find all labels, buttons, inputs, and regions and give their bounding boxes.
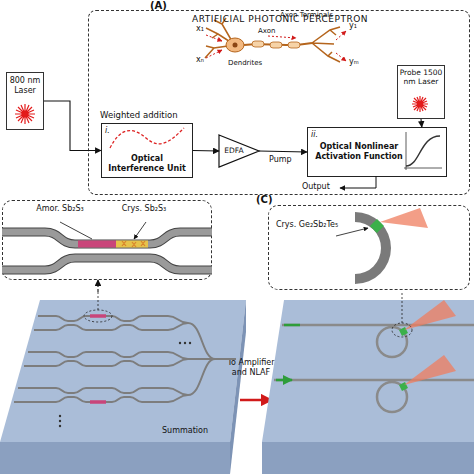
perceptron-frame: ARTIFICIAL PHOTONIC PERCEPTRON Weighted a… (88, 10, 470, 195)
ring-inset: Crys. Ge₂Sb₂Te₅ (268, 205, 470, 290)
signal-connector (44, 101, 101, 151)
part-label: Axon (258, 27, 288, 35)
output-label: Output (302, 182, 340, 192)
node-text: Probe 1500 nm Laser (399, 68, 443, 86)
node-text: EDFA (220, 146, 248, 155)
ring-chip (262, 291, 474, 474)
probe-laser-box: Probe 1500 nm Laser (397, 65, 445, 119)
output-label: yₘ (349, 57, 363, 67)
sigmoid-plot (404, 132, 442, 170)
transfer-arrow (240, 399, 272, 402)
output-arrow (340, 176, 376, 188)
coupler-inset: Amor. Sb₂S₃ Crys. Sb₂S₃ (2, 200, 212, 280)
signal-connector (420, 119, 422, 127)
part-label: Dendrites (228, 59, 278, 67)
input-label: x₁ (196, 24, 210, 34)
transfer-label: To Amplifier and NLAF (222, 358, 280, 377)
node-text: ARTIFICIAL PHOTONIC PERCEPTRON (89, 14, 471, 25)
node-text: Weighted addition (100, 110, 210, 120)
ring-illustration (336, 208, 428, 284)
laser-symbol (15, 96, 428, 124)
activation-function-box: ii. Optical Nonlinear Activation Function (307, 127, 447, 177)
node-text: 800 nm Laser (7, 76, 43, 95)
node-text: Amor. Sb₂S₃ (29, 204, 91, 214)
panel-label: (C) (256, 194, 286, 206)
node-text: Crys. Ge₂Sb₂Te₅ (275, 220, 339, 230)
edge-label: Pump (269, 155, 292, 165)
photonic-chip: Summation (0, 292, 246, 474)
coupler-illustration (2, 222, 212, 270)
interference-unit-box: Weighted additioni.Optical Interference … (101, 123, 193, 178)
input-label: xₙ (196, 55, 210, 65)
signal-connector (193, 150, 219, 152)
node-text: ii. (311, 130, 329, 140)
panel-label: (A) (150, 0, 180, 12)
mzi-mesh (14, 292, 236, 427)
signal-connector (259, 151, 307, 152)
interference-curve (110, 128, 184, 148)
amplifier-triangle: EDFA (219, 135, 259, 167)
signal-connector (97, 280, 98, 292)
laser-box: 800 nm Laser (6, 72, 44, 130)
node-text: Optical Interference Unit (104, 154, 190, 173)
node-text: Optical Nonlinear Activation Function (311, 142, 407, 161)
node-text: Crys. Sb₂S₃ (113, 204, 175, 214)
chip-outline (0, 292, 246, 474)
node-text: Summation (150, 426, 220, 436)
node-text: i. (105, 126, 120, 136)
neuron-illustration (205, 18, 346, 62)
